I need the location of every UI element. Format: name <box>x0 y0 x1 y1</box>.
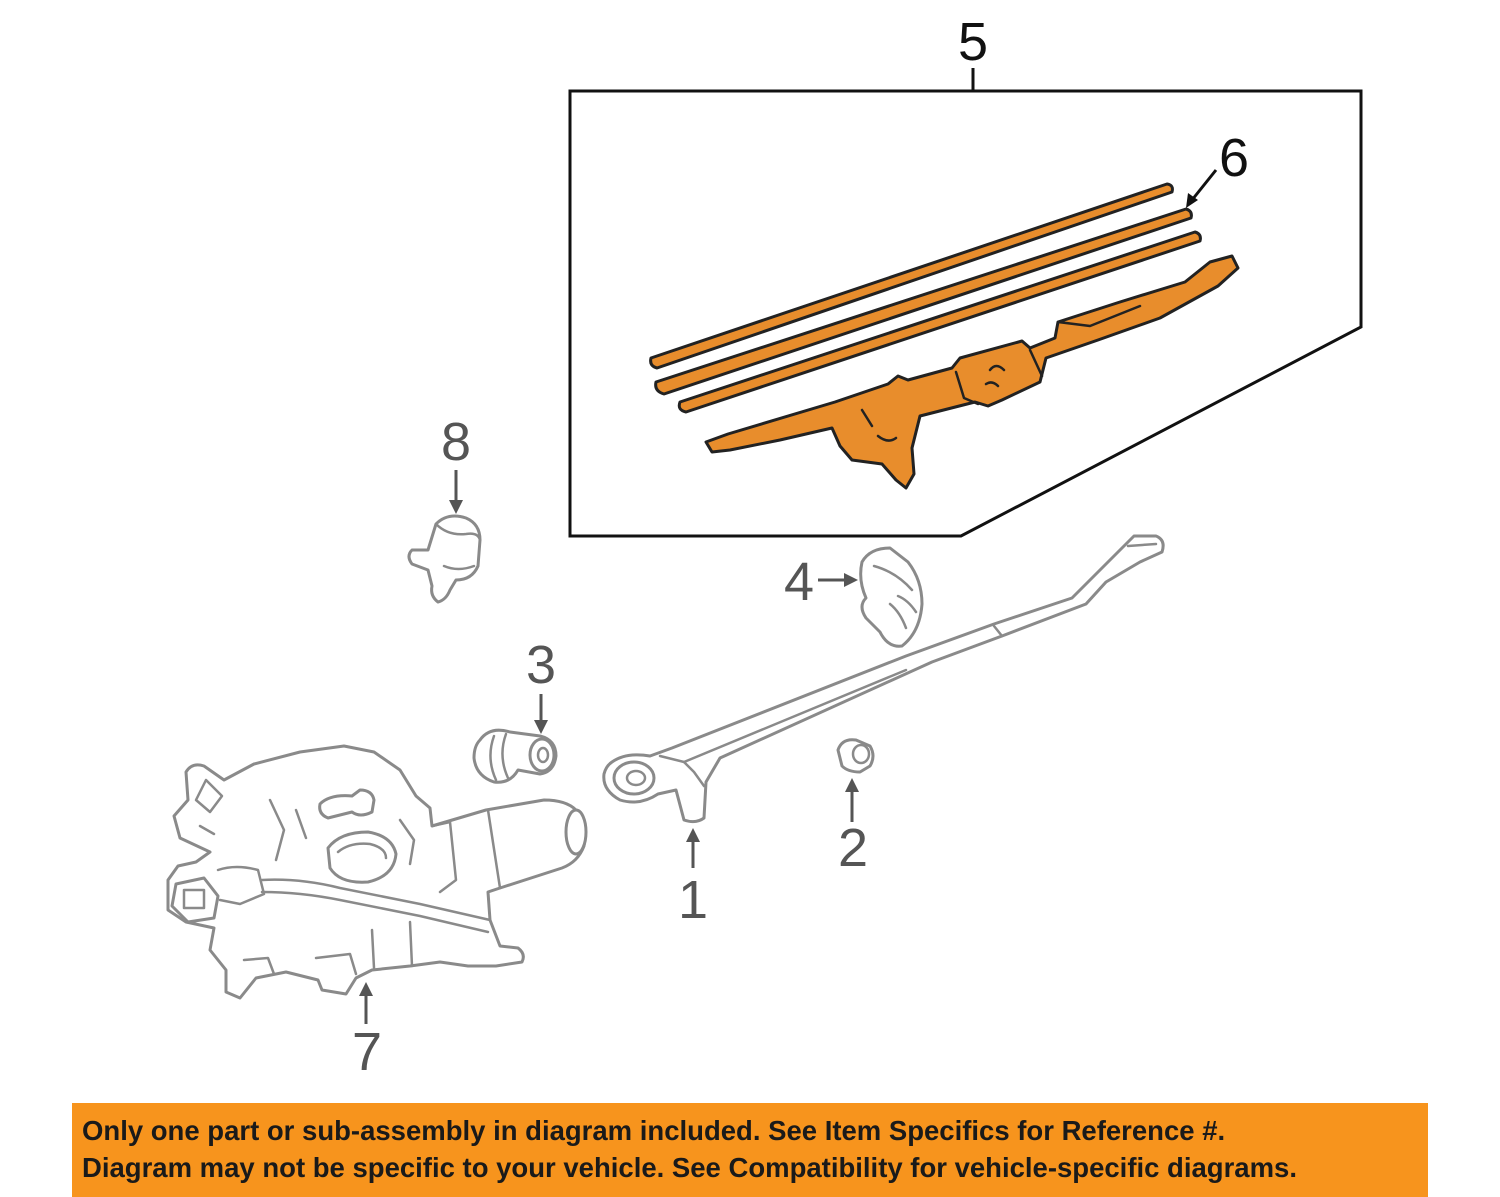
nozzle-top-rim <box>434 522 482 542</box>
callout-6-arrowhead <box>1186 193 1198 208</box>
motor-gear-cover-rim <box>336 842 388 860</box>
wiper-blade-refill <box>649 182 1202 414</box>
arm-tip-slot <box>1126 542 1158 548</box>
motor-output-shaft <box>318 788 376 820</box>
motor-gear-cover <box>326 830 398 884</box>
motor-wire-harness <box>260 878 492 922</box>
nozzle-lower-rim <box>442 564 476 571</box>
motor-flange <box>430 820 458 894</box>
nozzle-body <box>407 514 482 604</box>
motor-mount-tab <box>194 778 224 836</box>
cap-ridges <box>872 564 918 630</box>
pivot-bushing <box>472 728 558 784</box>
arm-joint-mark <box>992 624 1004 638</box>
refill-strip-top <box>649 182 1174 370</box>
motor-casting-lines <box>268 798 416 866</box>
arm-pivot-hole <box>612 760 656 796</box>
motor-connector-socket <box>182 888 206 910</box>
bushing-face <box>528 737 556 773</box>
arm-cover-cap <box>859 546 924 648</box>
callout-3: 3 <box>526 635 556 695</box>
motor-end-cap <box>564 808 588 856</box>
disclaimer-line-2: Diagram may not be specific to your vehi… <box>82 1152 1297 1183</box>
bushing-bore <box>536 746 550 764</box>
callout-6-leader <box>1190 169 1218 201</box>
wiper-arm <box>602 534 1165 824</box>
blade-frame-body <box>704 254 1240 490</box>
frame-right-detail <box>1056 304 1142 328</box>
callout-8-arrowhead <box>449 500 463 514</box>
nut-body <box>836 738 875 774</box>
frame-center-edge <box>1028 348 1044 378</box>
callout-4-arrowhead <box>844 573 858 587</box>
motor-can-seam <box>486 808 502 890</box>
frame-left-detail <box>860 408 898 442</box>
washer-nozzle-part <box>407 514 482 604</box>
disclaimer-banner: Only one part or sub-assembly in diagram… <box>72 1103 1428 1197</box>
callout-1: 1 <box>678 870 708 930</box>
wiper-motor <box>166 744 588 1000</box>
disclaimer-line-1: Only one part or sub-assembly in diagram… <box>82 1115 1226 1146</box>
callout-7-arrowhead <box>359 982 373 996</box>
callout-1-arrowhead <box>686 828 700 842</box>
callout-4: 4 <box>784 552 814 612</box>
arm-hinge-edge <box>682 760 706 788</box>
callout-8: 8 <box>441 412 471 472</box>
callout-3-arrowhead <box>534 720 548 734</box>
nut-face <box>851 743 871 765</box>
refill-strip-bottom <box>677 230 1202 414</box>
frame-center-detail <box>954 370 980 406</box>
frame-clip-detail <box>984 364 1006 388</box>
callout-5: 5 <box>958 12 988 72</box>
parts-diagram: 5 6 8 4 <box>166 12 1363 1082</box>
arm-pivot-inner <box>625 769 647 787</box>
motor-wire-boot <box>216 865 266 906</box>
callout-7: 7 <box>352 1022 382 1082</box>
motor-mount-feet <box>242 952 358 976</box>
wiper-blade-frame <box>704 254 1240 490</box>
cap-body <box>859 546 924 648</box>
motor-base-edges <box>370 920 414 970</box>
callout-2-arrowhead <box>845 778 859 792</box>
bushing-ribs <box>489 732 510 782</box>
refill-strip-middle <box>654 207 1193 396</box>
arm-nut <box>836 738 875 774</box>
callout-2: 2 <box>838 818 868 878</box>
motor-wire-harness-lower <box>260 890 490 934</box>
callout-6: 6 <box>1219 128 1249 188</box>
